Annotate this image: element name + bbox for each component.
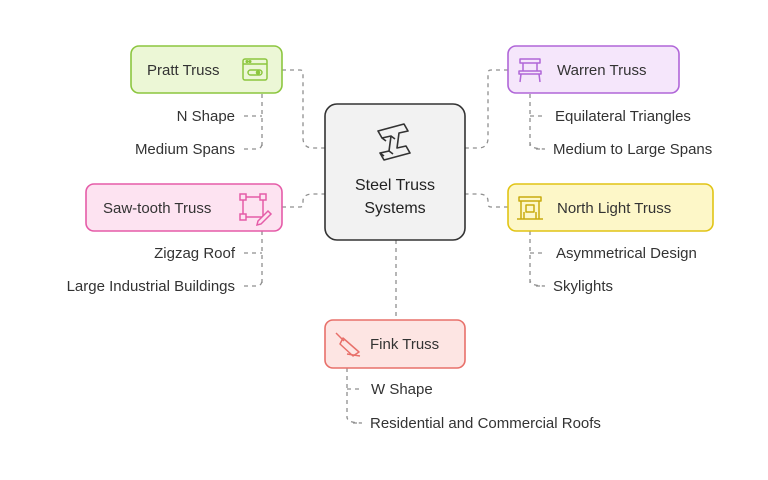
node-warren-truss[interactable]: Warren Truss [507,45,680,94]
leaf-connector-warren [529,94,546,150]
leaf-fink-1: W Shape [371,381,433,398]
node-fink-truss[interactable]: Fink Truss [324,319,466,369]
leaves: N Shape Medium Spans Equilateral Triangl… [67,108,713,432]
leaf-sawtooth-2: Large Industrial Buildings [67,278,235,295]
leaf-pratt-1: N Shape [177,108,235,125]
pavilion-icon [517,196,543,220]
connector-sawtooth [282,193,326,208]
leaf-northlight-1: Asymmetrical Design [556,245,697,262]
i-beam-icon [377,123,411,161]
leaf-warren-2: Medium to Large Spans [553,141,712,158]
leaf-connector-pratt [244,94,263,150]
center-title-line2: Systems [364,200,425,217]
connector-pratt [282,69,326,149]
node-pratt-truss[interactable]: Pratt Truss [130,45,283,94]
node-sawtooth-truss[interactable]: Saw-tooth Truss [85,183,283,232]
center-title-line1: Steel Truss [355,177,435,194]
connector-northlight [465,193,508,208]
browser-window-icon [242,58,268,81]
center-node[interactable]: Steel Truss Systems [324,103,466,241]
leaf-northlight-2: Skylights [553,278,613,295]
leaf-connector-sawtooth [244,231,263,287]
node-north-light-truss[interactable]: North Light Truss [507,183,714,232]
leaf-connector-northlight [529,231,546,287]
leaf-fink-2: Residential and Commercial Roofs [370,415,601,432]
node-fink-label: Fink Truss [370,336,439,353]
leaf-pratt-2: Medium Spans [135,141,235,158]
leaf-warren-1: Equilateral Triangles [555,108,691,125]
chair-icon [518,58,542,83]
leaf-connector-fink [346,368,363,424]
leaf-sawtooth-1: Zigzag Roof [154,245,236,262]
vector-edit-icon [239,193,273,227]
node-northlight-label: North Light Truss [557,200,671,217]
connectors [244,69,546,424]
node-sawtooth-label: Saw-tooth Truss [103,200,211,217]
node-warren-label: Warren Truss [557,62,646,79]
connector-warren [465,69,508,149]
node-pratt-label: Pratt Truss [147,62,220,79]
trowel-icon [335,332,361,357]
